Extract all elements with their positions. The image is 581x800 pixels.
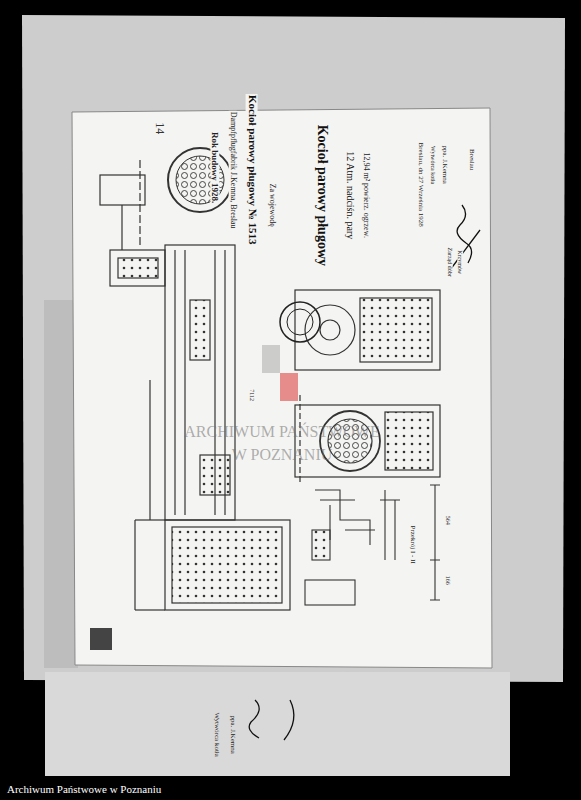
watermark: W POZNANIU (231, 447, 334, 464)
section-label: Przekrój I - II (408, 525, 415, 565)
maker-signature: ppa. J.Kemna (440, 145, 447, 185)
boiler-side-view (100, 160, 290, 610)
detail-sections (305, 485, 440, 605)
build-year: Rok budowy 1928. (210, 131, 219, 204)
stamp-text: Za wojewodę (268, 182, 276, 227)
watermark: ARCHIWUM PAŃSTWOWE (183, 424, 380, 441)
official-stamp (280, 302, 320, 342)
maker-name: Dampfpflugfabrik J.Kemna, Breslau (228, 111, 236, 230)
signatures (249, 205, 480, 740)
maker-city: Breslau (468, 148, 475, 171)
archive-logo (262, 345, 298, 401)
maker-role: Wytwórca kotła (430, 145, 436, 185)
date-place: Breslau, dn 27 Września 1928 (416, 142, 423, 228)
boiler-title: Kocioł parowy pługowy (315, 123, 330, 266)
owner-name: Zarząd dóbr (447, 246, 453, 277)
owner-place: Krzymów (457, 249, 463, 275)
dimension: 166 (444, 574, 450, 585)
archive-caption: Archiwum Państwowe w Poznaniu (6, 784, 162, 796)
stamp-block (90, 628, 112, 650)
pressure-note: 12 Atm. nadciśn. pary (345, 150, 356, 240)
drawing-title: Kocioł parowy pługowy № 1513 (246, 94, 258, 246)
page-number: 14 (154, 121, 167, 135)
dimension: 564 (444, 514, 450, 525)
maker-role: Wytwórca kotła (212, 712, 219, 758)
dimension: 7112 (249, 388, 255, 402)
heating-area-note: 12,94 m² powierz. ogrzew. (362, 151, 370, 238)
maker-signature: ppa. J.Kemna (228, 715, 235, 755)
archive-card (22, 15, 565, 776)
tube-section (168, 148, 232, 212)
